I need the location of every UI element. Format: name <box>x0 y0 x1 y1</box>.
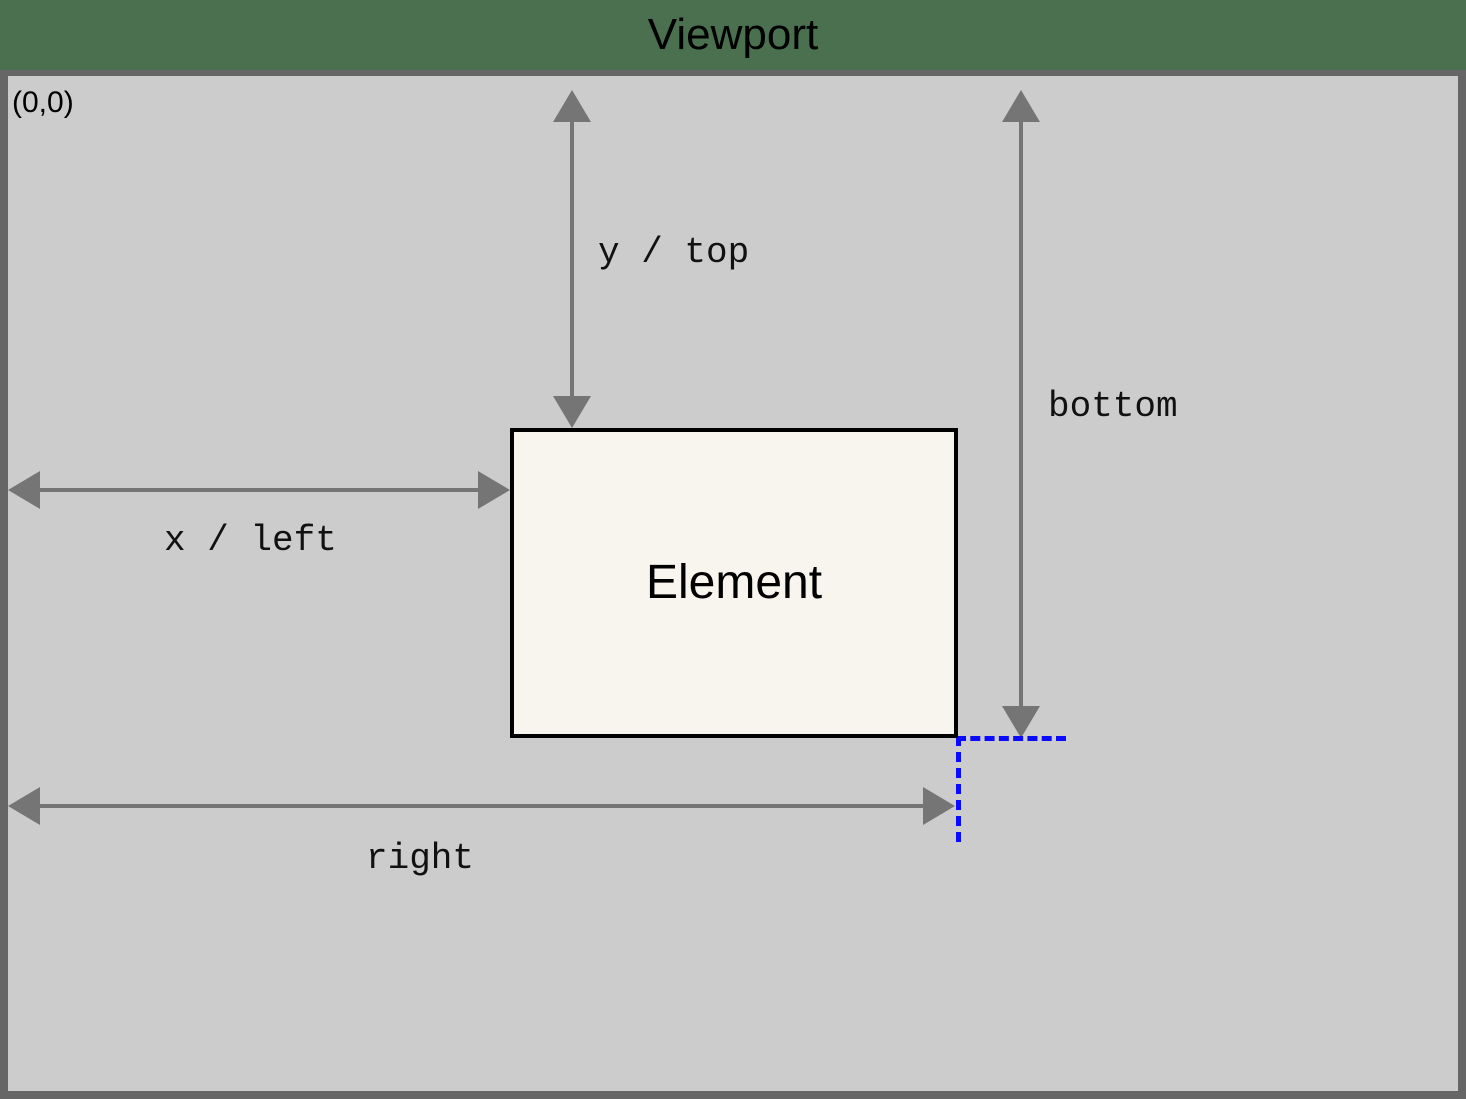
viewport-area: (0,0) y / top x / left bottom right Elem… <box>8 76 1458 1091</box>
origin-coordinate-label: (0,0) <box>12 86 74 119</box>
bottom-arrowhead-up <box>1002 90 1040 122</box>
right-arrowhead-right <box>923 787 955 825</box>
right-label: right <box>366 838 475 879</box>
right-measurement-line <box>36 804 926 808</box>
page-title: Viewport <box>647 10 819 59</box>
viewport-header-bar: Viewport <box>0 0 1466 70</box>
y-top-label: y / top <box>598 232 750 273</box>
guide-line-vertical <box>956 736 961 842</box>
right-arrowhead-left <box>8 787 40 825</box>
x-left-measurement-line <box>36 488 486 492</box>
bottom-label: bottom <box>1048 386 1178 427</box>
element-box: Element <box>510 428 958 738</box>
y-top-arrowhead-down <box>553 396 591 428</box>
element-label: Element <box>645 556 823 609</box>
x-left-arrowhead-right <box>478 471 510 509</box>
y-top-arrowhead-up <box>553 90 591 122</box>
y-top-measurement-line <box>570 120 574 422</box>
guide-line-horizontal <box>956 736 1066 741</box>
bottom-measurement-line <box>1019 120 1023 732</box>
x-left-arrowhead-left <box>8 471 40 509</box>
x-left-label: x / left <box>164 520 337 561</box>
bottom-arrowhead-down <box>1002 706 1040 738</box>
